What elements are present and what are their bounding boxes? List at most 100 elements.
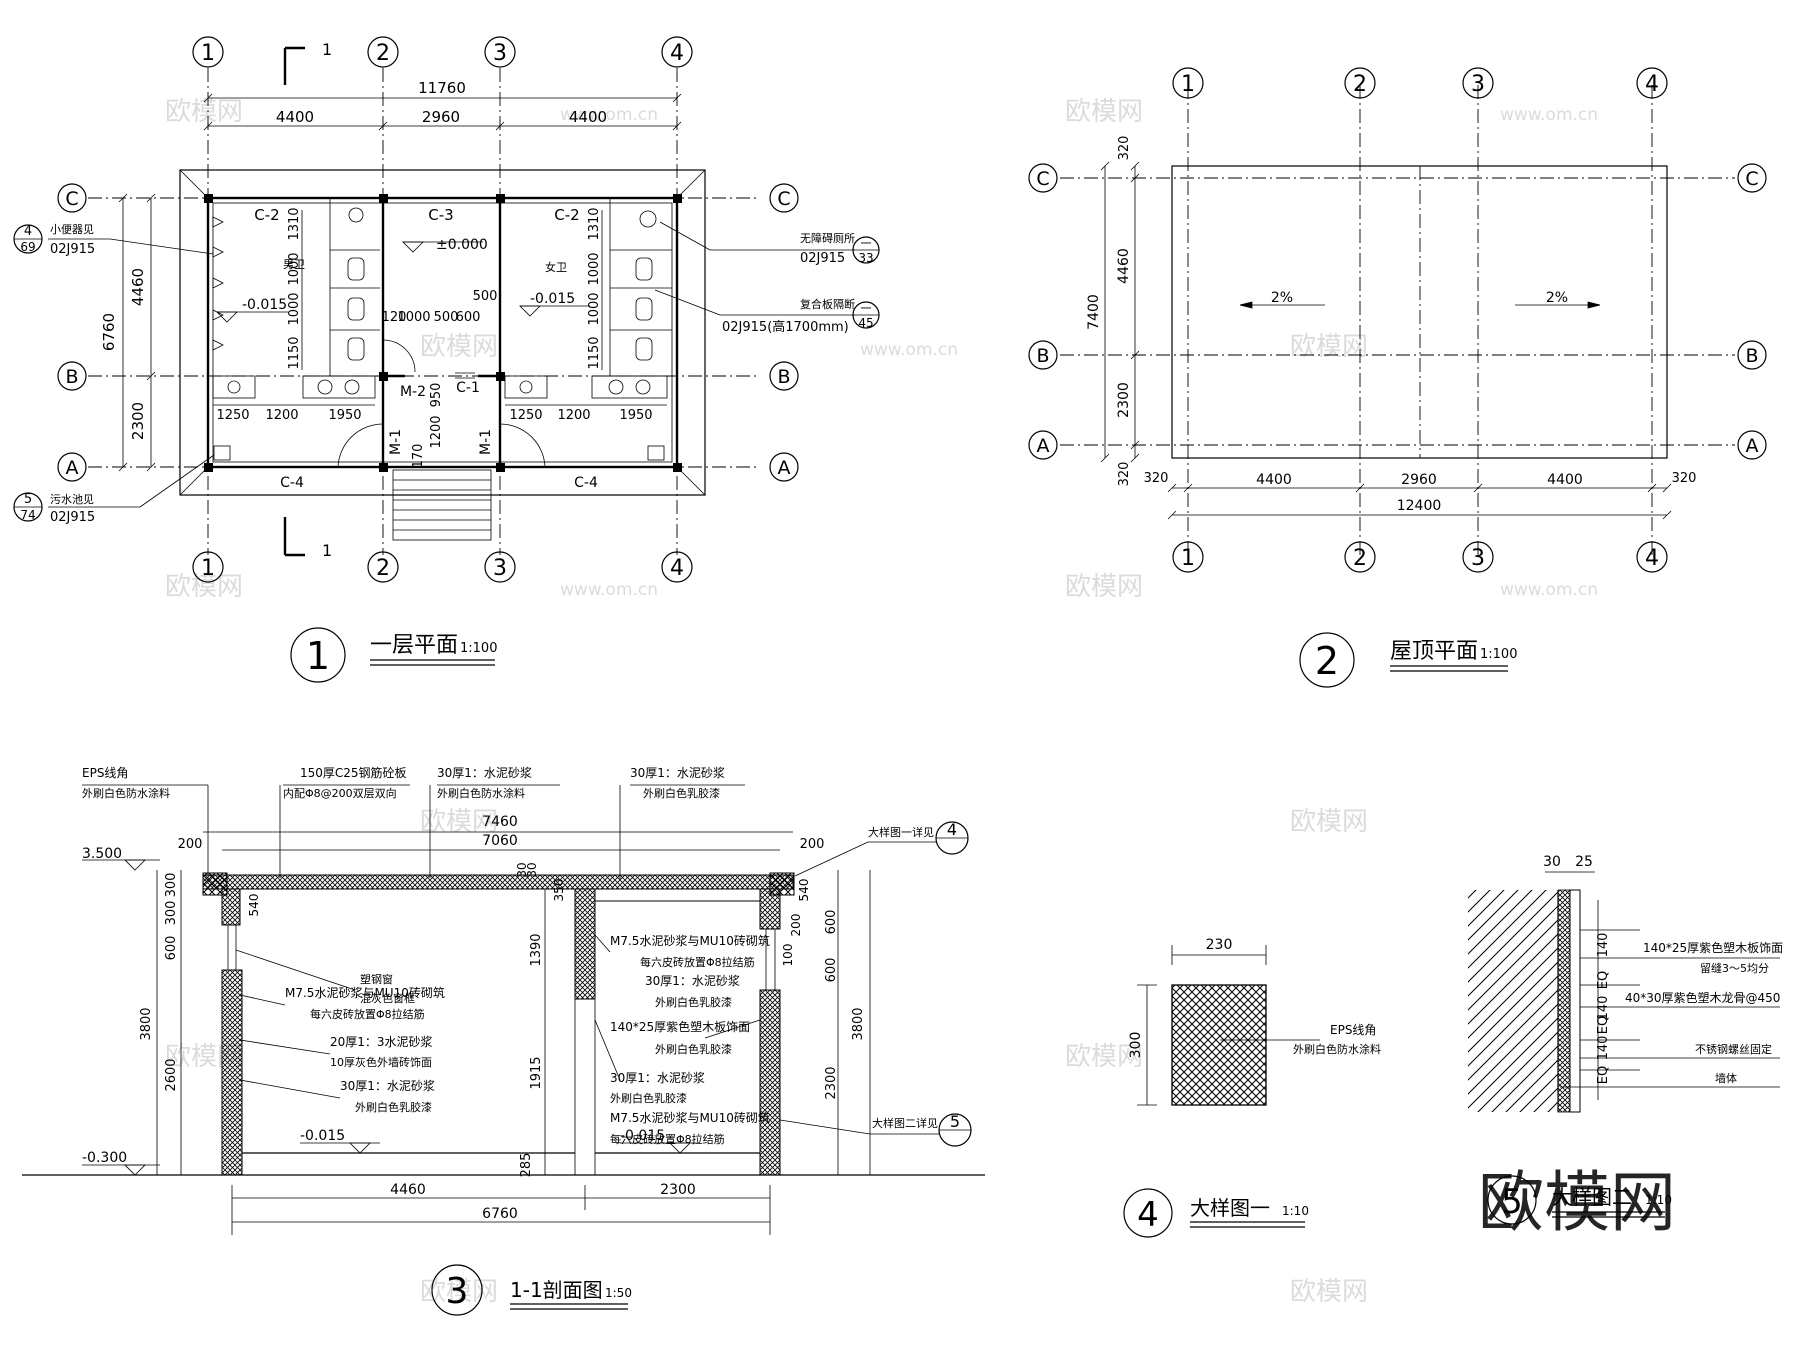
svg-text:4: 4 xyxy=(1645,72,1659,97)
svg-text:塑钢窗: 塑钢窗 xyxy=(360,972,393,986)
grid-bubble-B-right: B xyxy=(1737,340,1767,370)
svg-text:大样图一: 大样图一 xyxy=(1190,1196,1270,1220)
svg-text:1915: 1915 xyxy=(529,1056,544,1089)
grid-bubble-2-bottom: 2 xyxy=(1344,541,1376,573)
svg-text:1310: 1310 xyxy=(287,207,302,240)
svg-text:1: 1 xyxy=(201,41,215,66)
svg-text:1390: 1390 xyxy=(529,933,544,966)
svg-text:外刷白色防水涂料: 外刷白色防水涂料 xyxy=(82,786,170,800)
watermark: 欧模网 xyxy=(1065,572,1143,602)
ground-floor-plan: 1 2 3 4 1 2 3 4 C B A C B A 11760 4400 2… xyxy=(13,36,880,683)
svg-text:350: 350 xyxy=(552,879,566,902)
svg-text:4: 4 xyxy=(1645,546,1659,571)
grid-bubble-3-top: 3 xyxy=(1462,67,1494,99)
detail-2: 30 25 140 EQ 140 EQ 140 EQ 140*25厚紫色塑木板饰… xyxy=(1468,854,1783,1225)
watermark: 欧模网 xyxy=(1290,1277,1368,1307)
level-mark: 3.500 xyxy=(82,846,122,862)
svg-text:120: 120 xyxy=(382,310,407,325)
svg-text:3: 3 xyxy=(493,41,507,66)
svg-text:2300: 2300 xyxy=(824,1066,839,1099)
svg-text:1950: 1950 xyxy=(328,408,361,423)
svg-text:74: 74 xyxy=(20,508,35,522)
watermark-url: www.om.cn xyxy=(560,105,658,125)
svg-text:285: 285 xyxy=(519,1153,534,1178)
watermark: 欧模网 xyxy=(1290,332,1368,362)
svg-text:3: 3 xyxy=(493,556,507,581)
svg-text:1: 1 xyxy=(322,541,332,560)
door-label: M-1 xyxy=(388,429,404,455)
grid-bubble-B-right: B xyxy=(769,361,799,391)
grid-bubble-1-bottom: 1 xyxy=(1172,541,1204,573)
svg-text:5: 5 xyxy=(1501,1182,1523,1222)
watermark: 欧模网 xyxy=(1065,97,1143,127)
grid-bubble-2-top: 2 xyxy=(1344,67,1376,99)
svg-text:污水池见: 污水池见 xyxy=(50,493,94,506)
svg-text:12400: 12400 xyxy=(1397,498,1442,514)
svg-text:5: 5 xyxy=(24,492,32,507)
svg-text:1000: 1000 xyxy=(287,252,302,285)
section-1-1: 7460 7060 200 200 30 30 EPS线角 外刷白色防水涂料 1… xyxy=(22,765,985,1316)
callout-detail-2: 5 大样图二详见 xyxy=(779,1112,972,1147)
svg-text:100: 100 xyxy=(781,944,795,967)
grid-bubble-C-left: C xyxy=(57,183,87,213)
svg-text:2960: 2960 xyxy=(1401,472,1437,488)
watermark-url: www.om.cn xyxy=(1500,105,1598,125)
level-mark: -0.015 xyxy=(530,291,575,307)
svg-text:7400: 7400 xyxy=(1086,294,1102,330)
svg-text:540: 540 xyxy=(247,894,261,917)
svg-text:每六皮砖放置Φ8拉结筋: 每六皮砖放置Φ8拉结筋 xyxy=(610,1132,725,1146)
svg-text:540: 540 xyxy=(797,879,811,902)
svg-text:外刷白色防水涂料: 外刷白色防水涂料 xyxy=(437,786,525,800)
svg-text:6760: 6760 xyxy=(482,1206,518,1222)
window-label: C-4 xyxy=(574,475,598,491)
svg-text:140*25厚紫色塑木板饰面: 140*25厚紫色塑木板饰面 xyxy=(1643,940,1783,955)
window-label: C-2 xyxy=(554,206,579,224)
svg-text:4460: 4460 xyxy=(1116,248,1132,284)
level-mark: -0.015 xyxy=(242,297,287,313)
grid-bubble-A-left: A xyxy=(1028,430,1058,460)
svg-text:EPS线角: EPS线角 xyxy=(1330,1023,1376,1037)
svg-text:30厚1：水泥砂浆: 30厚1：水泥砂浆 xyxy=(645,973,740,988)
svg-text:30: 30 xyxy=(1543,854,1561,870)
watermarks: 欧模网 www.om.cn 欧模网 www.om.cn 欧模网 www.om.c… xyxy=(165,97,1598,1307)
svg-text:10厚灰色外墙砖饰面: 10厚灰色外墙砖饰面 xyxy=(330,1055,432,1069)
svg-text:3: 3 xyxy=(1471,546,1485,571)
grid-bubble-C-right: C xyxy=(1737,163,1767,193)
svg-text:1: 1 xyxy=(1181,72,1195,97)
svg-text:4: 4 xyxy=(670,41,684,66)
svg-text:1:100: 1:100 xyxy=(460,641,497,656)
svg-text:30厚1：水泥砂浆: 30厚1：水泥砂浆 xyxy=(437,765,532,780)
svg-text:1: 1 xyxy=(1181,546,1195,571)
svg-text:2: 2 xyxy=(1353,72,1367,97)
svg-text:外刷白色乳胶漆: 外刷白色乳胶漆 xyxy=(655,995,732,1009)
title-section: 3 1-1剖面图 1:50 xyxy=(431,1264,632,1316)
svg-text:02J915: 02J915 xyxy=(50,242,95,257)
title-roof-plan: 2 屋顶平面 1:100 xyxy=(1299,632,1517,688)
svg-text:M7.5水泥砂浆与MU10砖砌筑: M7.5水泥砂浆与MU10砖砌筑 xyxy=(610,1110,770,1125)
grid-bubble-3-top: 3 xyxy=(484,36,516,68)
level-mark: -0.015 xyxy=(300,1128,345,1144)
svg-text:30厚1：水泥砂浆: 30厚1：水泥砂浆 xyxy=(340,1078,435,1093)
svg-text:4460: 4460 xyxy=(390,1182,426,1198)
grid-bubble-C-left: C xyxy=(1028,163,1058,193)
svg-text:30: 30 xyxy=(515,862,529,877)
grid-bubble-4-top: 4 xyxy=(1636,67,1668,99)
svg-text:4: 4 xyxy=(947,820,957,839)
window-label: C-1 xyxy=(456,380,480,396)
window-label: C-3 xyxy=(428,206,453,224)
svg-text:无障碍厕所: 无障碍厕所 xyxy=(800,231,855,245)
svg-text:一: 一 xyxy=(861,237,872,250)
svg-text:25: 25 xyxy=(1575,854,1593,870)
svg-text:外刷白色乳胶漆: 外刷白色乳胶漆 xyxy=(643,786,720,800)
svg-text:B: B xyxy=(65,366,78,388)
svg-text:600: 600 xyxy=(164,936,179,961)
svg-text:大样图一详见: 大样图一详见 xyxy=(868,825,934,839)
room-label-mens: 男卫 xyxy=(283,258,305,271)
svg-text:小便器见: 小便器见 xyxy=(50,223,94,236)
svg-text:140: 140 xyxy=(1596,933,1611,958)
svg-text:02J915: 02J915 xyxy=(800,251,845,266)
svg-text:EPS线角: EPS线角 xyxy=(82,766,128,780)
svg-text:大样图二: 大样图二 xyxy=(1552,1185,1632,1209)
grid-bubble-3-bottom: 3 xyxy=(1462,541,1494,573)
grid-bubble-A-right: A xyxy=(1737,430,1767,460)
